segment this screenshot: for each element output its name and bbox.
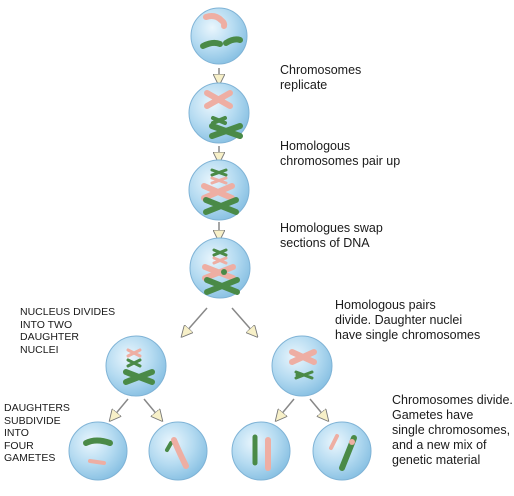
label-nucleus-divides: NUCLEUS DIVIDES INTO TWO DAUGHTER NUCLEI bbox=[20, 306, 116, 356]
gamete-4 bbox=[312, 421, 372, 481]
daughter-cell-left bbox=[105, 335, 167, 397]
arrow-gamete-2 bbox=[143, 398, 159, 417]
arrow-split-left bbox=[185, 307, 208, 333]
arrow-gamete-4 bbox=[309, 398, 325, 417]
daughter-cell-right bbox=[271, 335, 333, 397]
label-swap: Homologues swap sections of DNA bbox=[280, 221, 383, 250]
cell-1 bbox=[190, 7, 248, 65]
arrow-gamete-1 bbox=[113, 398, 129, 417]
label-replicate: Chromosomes replicate bbox=[280, 63, 362, 92]
arrow-gamete-3 bbox=[279, 398, 295, 417]
label-daughters-subdivide: DAUGHTERS SUBDIVIDE INTO FOUR GAMETES bbox=[4, 402, 70, 464]
cell-3 bbox=[188, 159, 250, 221]
label-chromosomes-divide: Chromosomes divide. Gametes have single … bbox=[392, 393, 513, 467]
arrow-split-right bbox=[231, 307, 254, 333]
cell-4 bbox=[189, 237, 251, 299]
cell-2 bbox=[188, 82, 250, 144]
label-pairs-divide: Homologous pairs divide. Daughter nuclei… bbox=[335, 298, 481, 342]
gamete-2 bbox=[148, 421, 208, 481]
label-pair-up: Homologous chromosomes pair up bbox=[280, 139, 401, 168]
gamete-3 bbox=[231, 421, 291, 481]
gamete-1 bbox=[68, 421, 128, 481]
